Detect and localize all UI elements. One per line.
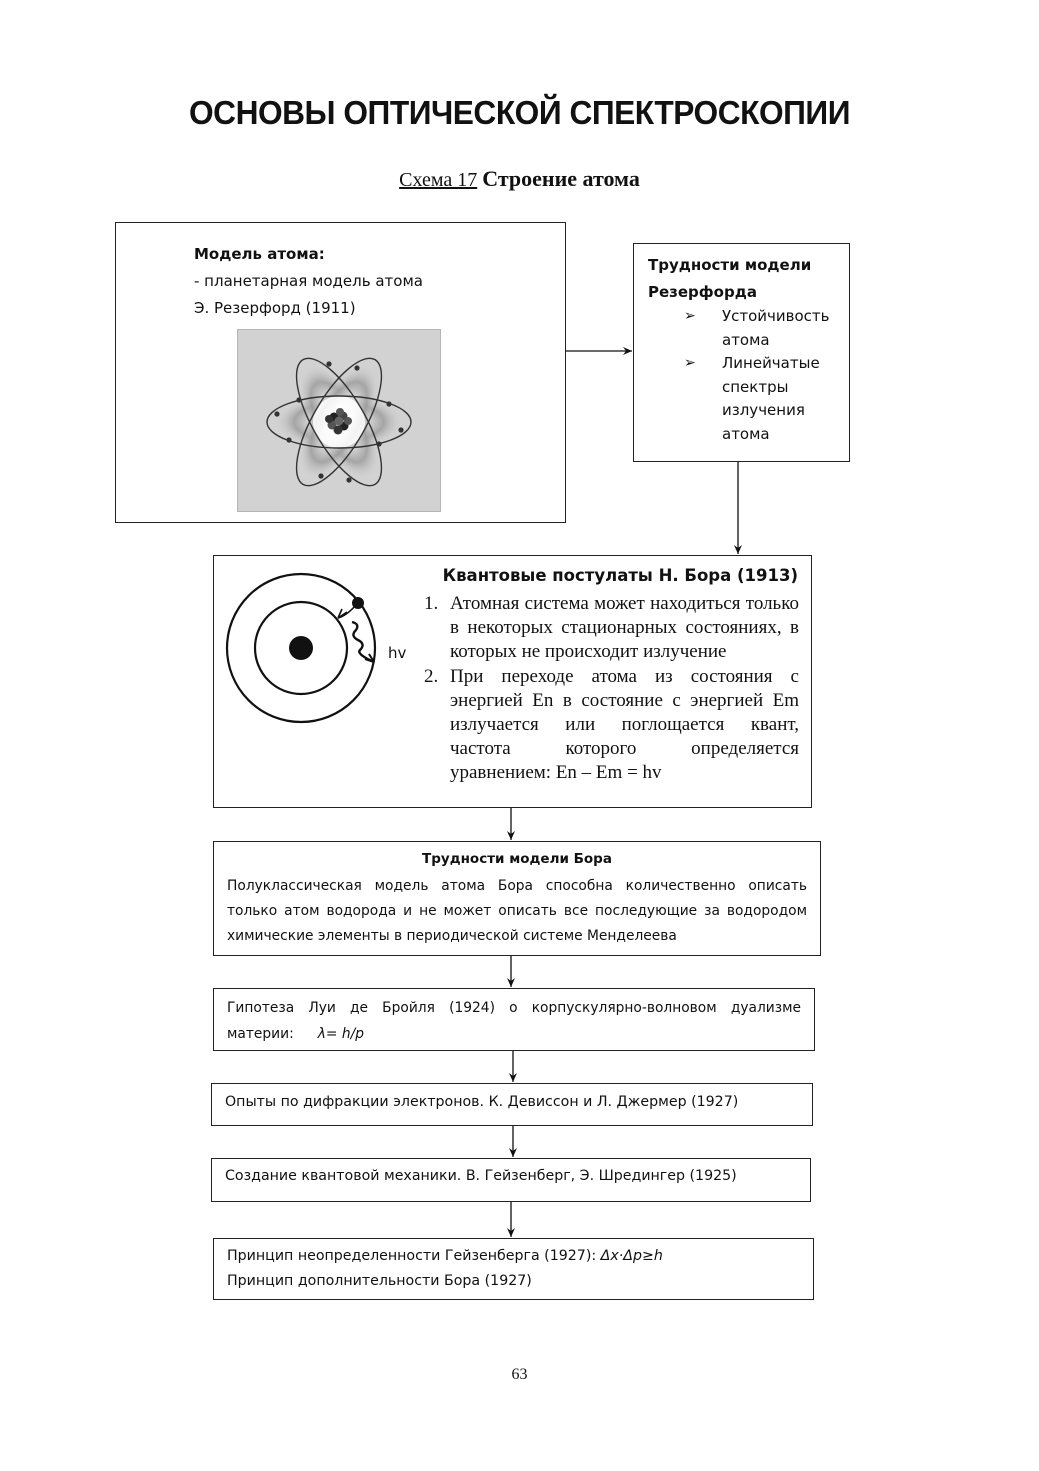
list-item-text: При переходе атома из состояния с энерги… — [450, 665, 799, 784]
bohr-orbit-diagram-icon — [225, 572, 377, 724]
list-item-number: 1. — [424, 593, 439, 614]
list-item-text: Устойчивость атома — [722, 307, 830, 349]
atom-model-line1: - планетарная модель атома — [194, 272, 423, 290]
rutherford-title-line2: Резерфорда — [648, 283, 757, 301]
list-item-number: 2. — [424, 665, 439, 687]
rutherford-title-line1: Трудности модели — [648, 256, 812, 274]
bohr-postulates-title: Квантовые постулаты Н. Бора (1913) — [442, 566, 798, 585]
uncertainty-principle-line: Принцип неопределенности Гейзенберга (19… — [227, 1244, 663, 1269]
quantum-mechanics-text: Создание квантовой механики. В. Гейзенбе… — [225, 1168, 737, 1184]
list-item-text: Линейчатые спектры излучения атома — [722, 354, 820, 443]
atom-model-heading: Модель атома: — [194, 245, 325, 263]
uncertainty-principle-formula: Δx·Δp≥h — [600, 1248, 663, 1264]
page-number: 63 — [511, 1366, 528, 1383]
rutherford-difficulties-list: ➢ Устойчивость атома ➢ Линейчатые спектр… — [684, 305, 842, 446]
bohr-postulates-list: 1. Атомная система может находиться толь… — [424, 592, 799, 786]
hv-label: hv — [388, 644, 407, 662]
de-broglie-formula: λ= h/p — [317, 1026, 364, 1042]
list-item: 2. При переходе атома из состояния с эне… — [424, 665, 799, 786]
arrow-bullet-icon: ➢ — [684, 355, 696, 371]
diffraction-box: Опыты по дифракции электронов. К. Девисс… — [211, 1083, 813, 1126]
diffraction-text: Опыты по дифракции электронов. К. Девисс… — [225, 1094, 739, 1110]
de-broglie-box: Гипотеза Луи де Бройля (1924) о корпуску… — [213, 988, 815, 1051]
list-item: 1. Атомная система может находиться толь… — [424, 592, 799, 665]
arrow-bullet-icon: ➢ — [684, 308, 696, 324]
complementarity-principle-text: Принцип дополнительности Бора (1927) — [227, 1273, 532, 1289]
planetary-atom-image — [237, 329, 441, 512]
scheme-name: Строение атома — [482, 166, 640, 191]
uncertainty-principle-text: Принцип неопределенности Гейзенберга (19… — [227, 1248, 601, 1264]
rutherford-difficulties-box: Трудности модели Резерфорда ➢ Устойчивос… — [633, 243, 850, 462]
principles-box: Принцип неопределенности Гейзенберга (19… — [213, 1238, 814, 1300]
list-item: ➢ Линейчатые спектры излучения атома — [684, 352, 842, 446]
bohr-difficulties-title: Трудности модели Бора — [422, 851, 612, 867]
bohr-difficulties-text: Полуклассическая модель атома Бора спосо… — [227, 878, 807, 944]
atom-model-box: Модель атома: - планетарная модель атома… — [115, 222, 566, 523]
quantum-mechanics-box: Создание квантовой механики. В. Гейзенбе… — [211, 1158, 811, 1202]
atom-model-line2: Э. Резерфорд (1911) — [194, 299, 356, 317]
planetary-atom-icon — [266, 357, 412, 487]
bohr-postulates-box: hv Квантовые постулаты Н. Бора (1913) 1.… — [213, 555, 812, 808]
scheme-title: Схема 17 Строение атома — [0, 166, 1039, 192]
de-broglie-text: Гипотеза Луи де Бройля (1924) о корпуску… — [227, 1000, 801, 1042]
bohr-difficulties-box: Трудности модели Бора Полуклассическая м… — [213, 841, 821, 956]
page-title: ОСНОВЫ ОПТИЧЕСКОЙ СПЕКТРОСКОПИИ — [189, 94, 850, 131]
list-item: ➢ Устойчивость атома — [684, 305, 842, 352]
scheme-number: Схема 17 — [399, 169, 478, 191]
list-item-text: Атомная система может находиться только … — [450, 593, 799, 663]
